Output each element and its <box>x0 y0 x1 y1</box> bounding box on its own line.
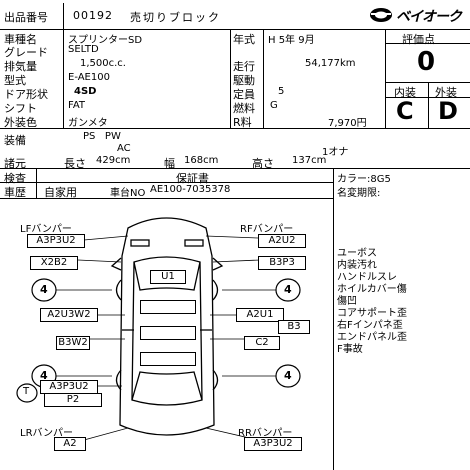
type-label: 型式 <box>4 74 26 87</box>
note-item: 内装汚れ <box>337 260 377 271</box>
chassis-value: AE100-7035378 <box>150 184 231 195</box>
year-value: H 5年 9月 <box>268 35 315 46</box>
rr-tire-circle <box>275 364 301 388</box>
dims-label: 諸元 <box>4 157 26 170</box>
displacement-value: 1,500c.c. <box>80 58 126 69</box>
type-value: E-AE100 <box>68 72 110 83</box>
evaluation-title: 評価点 <box>402 33 435 46</box>
lf-tire-value: 4 <box>40 283 48 296</box>
fuel-label: 燃料 <box>233 102 255 115</box>
rr-tire-value: 4 <box>284 369 292 382</box>
note-item: ユーボス <box>337 248 377 259</box>
note-item: コアサポート歪 <box>337 308 407 319</box>
logo-text: ベイオーク <box>396 9 462 25</box>
color-label: 外装色 <box>4 116 37 129</box>
right-front-door-extra-code: B3 <box>278 320 310 334</box>
recycle-label: R料 <box>233 116 252 129</box>
chassis-label: 車台NO <box>110 188 146 199</box>
mileage-value: 54,177km <box>305 58 356 69</box>
left-quarter-code: A3P3U2 <box>40 380 98 394</box>
equipment-row2: AC <box>117 143 131 154</box>
left-rear-door-code: B3W2 <box>56 336 90 350</box>
lr-bumper-label: LRバンパー <box>20 428 74 439</box>
width-label: 幅 <box>164 157 175 170</box>
year-label: 年式 <box>233 33 255 46</box>
note-item: ホイルカバー傷 <box>337 284 407 295</box>
logo-mark-icon <box>370 8 392 22</box>
recycle-value: 7,970円 <box>328 118 367 129</box>
length-label: 長さ <box>64 157 86 170</box>
history-use: 自家用 <box>44 186 77 199</box>
left-front-door-code: A2U3W2 <box>40 308 98 322</box>
lr-bumper-code: A2 <box>54 437 86 451</box>
owner-flag: 1オナ <box>322 147 349 158</box>
lf-fender-code: X2B2 <box>30 256 78 270</box>
right-front-door-code: A2U1 <box>236 308 284 322</box>
note-item: 右Fインパネ歪 <box>337 320 403 331</box>
door-label: ドア形状 <box>4 88 48 101</box>
hood-code: U1 <box>150 270 186 284</box>
rr-bumper-code: A3P3U2 <box>244 437 302 451</box>
inspection-label: 検査 <box>4 172 26 185</box>
height-value: 137cm <box>292 155 327 166</box>
t-marker: T <box>23 386 30 397</box>
center-panel <box>140 326 196 340</box>
equipment-row1: PS PW <box>83 131 121 142</box>
note-item: 傷凹 <box>337 296 357 307</box>
history-label: 車歴 <box>4 186 26 199</box>
mileage-label: 走行 <box>233 60 255 73</box>
rr-bumper-label: RRバンパー <box>238 428 293 439</box>
front-seat-panel <box>140 300 196 314</box>
notes-list: ユーボス 内装汚れ ハンドルスレ ホイルカバー傷 傷凹 コアサポート歪 右Fイン… <box>337 248 407 356</box>
note-item: エンドパネル歪 <box>337 332 407 343</box>
color-code: カラー:8G5 <box>337 174 391 185</box>
width-value: 168cm <box>184 155 219 166</box>
lf-tire-circle <box>31 278 57 302</box>
rf-tire-value: 4 <box>284 283 292 296</box>
lot-number-label: 出品番号 <box>4 11 48 24</box>
note-item: F事故 <box>337 344 363 355</box>
displacement-label: 排気量 <box>4 60 37 73</box>
height-label: 高さ <box>252 157 274 170</box>
lot-number-value: 00192 <box>73 9 113 22</box>
grade-value: SELTD <box>68 44 99 55</box>
grade-label: グレード <box>4 46 48 59</box>
sale-type: 売切りブロック <box>130 11 221 24</box>
exterior-label: 外装 <box>435 86 457 99</box>
left-quarter-extra-code: P2 <box>44 393 102 407</box>
lr-tire-value: 4 <box>40 369 48 382</box>
rf-fender-code: B3P3 <box>258 256 306 270</box>
fuel-value: G <box>270 100 278 111</box>
t-marker-circle <box>16 383 38 403</box>
interior-label: 内装 <box>394 86 416 99</box>
capacity-value: 5 <box>278 86 285 97</box>
lf-bumper-label: LFバンパー <box>20 224 72 235</box>
shift-value: FAT <box>68 100 86 111</box>
warranty-label: 保証書 <box>176 172 209 185</box>
right-rear-door-code: C2 <box>244 336 280 350</box>
exterior-grade: D <box>438 97 458 125</box>
shift-label: シフト <box>4 102 37 115</box>
capacity-label: 定員 <box>233 88 255 101</box>
color-value: ガンメタ <box>68 118 108 129</box>
rear-seat-panel <box>140 352 196 366</box>
evaluation-score: 0 <box>417 47 436 77</box>
lf-bumper-code: A3P3U2 <box>27 234 85 248</box>
rf-bumper-label: RFバンパー <box>240 224 294 235</box>
bayauc-logo: ベイオーク <box>368 4 468 26</box>
note-item: ハンドルスレ <box>337 272 397 283</box>
length-value: 429cm <box>96 155 131 166</box>
model-value: スプリンターSD <box>68 35 143 46</box>
drive-label: 駆動 <box>233 74 255 87</box>
equipment-label: 装備 <box>4 134 26 147</box>
rf-tire-circle <box>275 278 301 302</box>
name-change-label: 名変期限: <box>337 188 381 199</box>
model-label: 車種名 <box>4 33 37 46</box>
door-value: 4SD <box>74 86 97 97</box>
interior-grade: C <box>396 97 414 125</box>
rf-bumper-code: A2U2 <box>258 234 306 248</box>
